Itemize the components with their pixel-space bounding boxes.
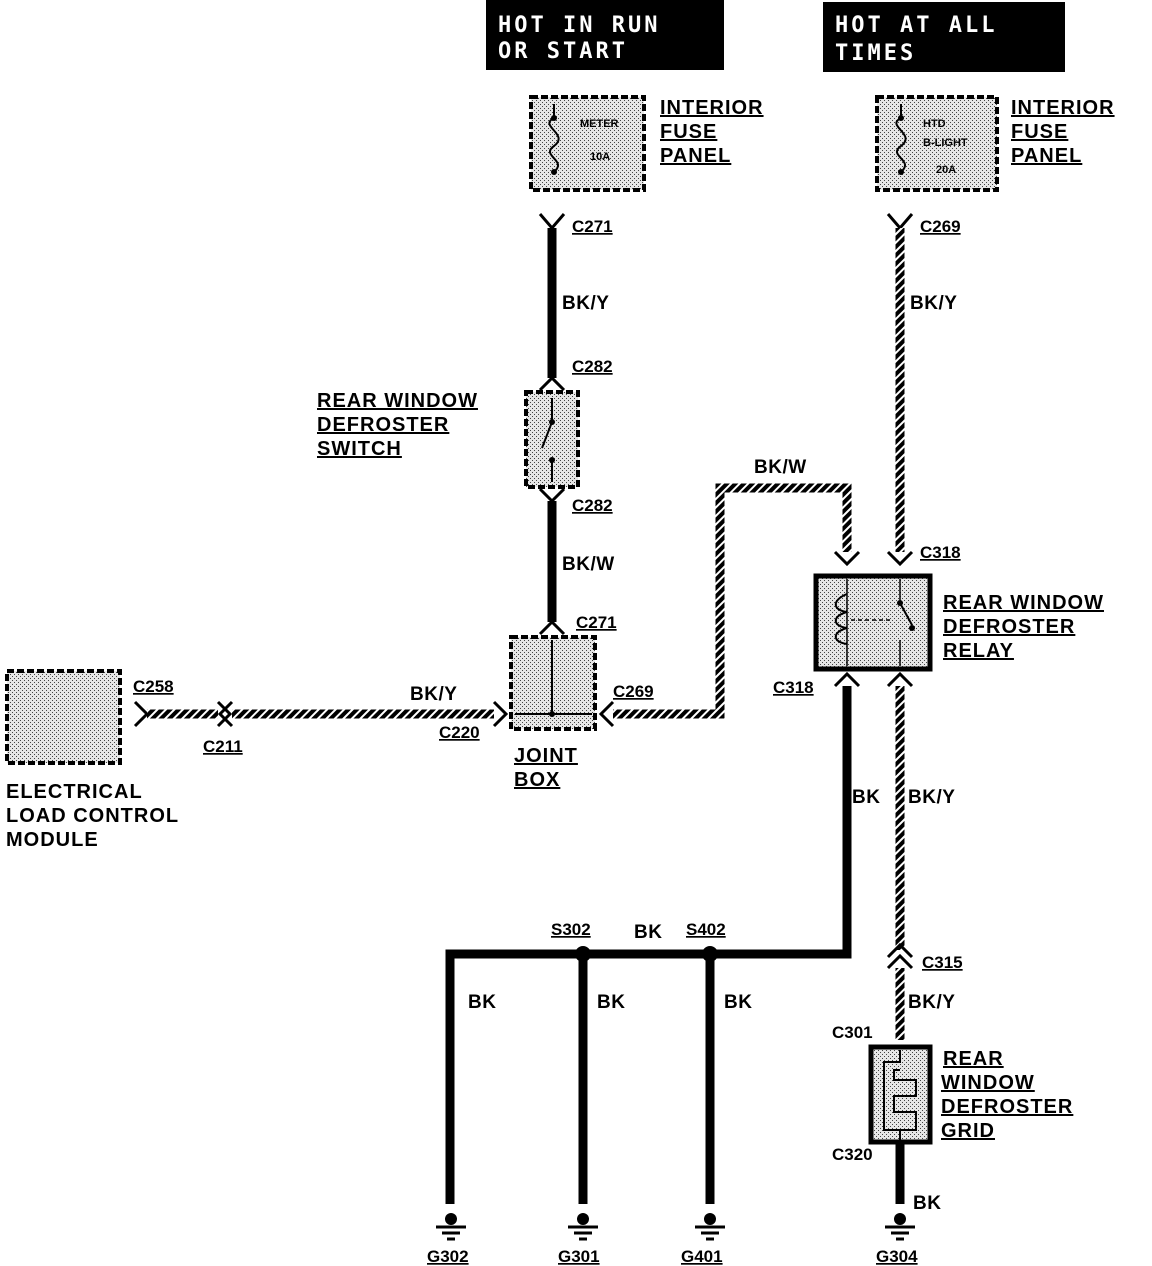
wire-label-joint-relay: BK/W <box>754 457 807 478</box>
module-label-3: MODULE <box>6 829 99 851</box>
joint-box <box>509 635 597 731</box>
wire-relay-to-grid <box>886 671 914 1040</box>
wire-label-grid-ground: BK <box>913 1193 941 1214</box>
ground-g401-icon <box>695 1213 725 1241</box>
ground-g304-label: G304 <box>876 1247 918 1266</box>
ground-g301-label: G301 <box>558 1247 600 1266</box>
joint-box-label-2: BOX <box>514 769 560 791</box>
connector-c282-bottom: C282 <box>572 496 613 515</box>
switch-label-3: SWITCH <box>317 438 402 460</box>
wire-joint-to-relay <box>598 483 861 728</box>
wire-label-relay-bky: BK/Y <box>908 787 955 808</box>
fuse-htd-name-2: B-LIGHT <box>923 137 968 149</box>
wire-fuse-to-switch <box>538 213 566 392</box>
switch-label-2: DEFROSTER <box>317 414 449 436</box>
connector-c269-top: C269 <box>920 217 961 236</box>
connector-c271-joint: C271 <box>576 613 617 632</box>
rear-window-defroster-switch <box>524 390 580 489</box>
relay-label-3: RELAY <box>943 640 1014 662</box>
fuse-right-label-2: FUSE <box>1011 121 1068 143</box>
joint-box-label-1: JOINT <box>514 745 578 767</box>
wire-fuse-to-relay <box>886 213 914 567</box>
splice-s302: S302 <box>551 920 591 939</box>
connector-c282-top: C282 <box>572 357 613 376</box>
electrical-load-control-module <box>5 669 122 765</box>
rear-window-defroster-grid <box>868 1044 933 1145</box>
wire-relay-bk <box>445 671 861 1204</box>
header-hot-at-all-times: HOT AT ALL TIMES <box>823 2 1065 72</box>
fuse-left-label-1: INTERIOR <box>660 97 764 119</box>
wire-label-left-top: BK/Y <box>562 293 609 314</box>
wire-label-right-top: BK/Y <box>910 293 957 314</box>
connector-c320: C320 <box>832 1145 873 1164</box>
grid-label-2: WINDOW <box>941 1072 1035 1094</box>
wire-label-g302: BK <box>468 992 496 1013</box>
ground-g302-label: G302 <box>427 1247 469 1266</box>
ground-g302-icon <box>436 1213 466 1241</box>
connector-c258: C258 <box>133 677 174 696</box>
fuse-meter-rating: 10A <box>590 151 610 163</box>
wire-module-to-joint <box>133 700 509 728</box>
relay-label-2: DEFROSTER <box>943 616 1075 638</box>
header-hot-in-run: HOT IN RUN OR START <box>486 0 724 70</box>
fuse-htd-name-1: HTD <box>923 118 946 130</box>
connector-c271-top: C271 <box>572 217 613 236</box>
ground-g304-icon <box>885 1213 915 1241</box>
grid-label-3: DEFROSTER <box>941 1096 1073 1118</box>
connector-c211: C211 <box>203 737 243 756</box>
wire-label-g401: BK <box>724 992 752 1013</box>
fuse-right-label-3: PANEL <box>1011 145 1082 167</box>
header-times-line1: HOT AT ALL <box>835 13 997 38</box>
rear-window-defroster-relay <box>813 573 933 672</box>
wire-label-grid-c315: BK/Y <box>908 992 955 1013</box>
grid-label-4: GRID <box>941 1120 995 1142</box>
connector-c318-bottom: C318 <box>773 678 814 697</box>
fuse-right-label-1: INTERIOR <box>1011 97 1115 119</box>
fuse-meter-10a: METER 10A <box>529 95 646 192</box>
wire-label-splice-link: BK <box>634 922 662 943</box>
fuse-meter-name: METER <box>580 118 619 130</box>
grid-label-1: REAR <box>943 1048 1004 1070</box>
module-label-2: LOAD CONTROL <box>6 805 179 827</box>
module-label-1: ELECTRICAL <box>6 781 143 803</box>
header-times-line2: TIMES <box>835 41 916 66</box>
connector-c220: C220 <box>439 723 480 742</box>
fuse-htd-rating: 20A <box>936 164 956 176</box>
ground-g301-icon <box>568 1213 598 1241</box>
relay-label-1: REAR WINDOW <box>943 592 1104 614</box>
header-run-line1: HOT IN RUN <box>498 13 660 38</box>
connector-c301: C301 <box>832 1023 873 1042</box>
ground-g401-label: G401 <box>681 1247 723 1266</box>
connector-c315: C315 <box>922 953 963 972</box>
switch-label-1: REAR WINDOW <box>317 390 478 412</box>
fuse-left-label-3: PANEL <box>660 145 731 167</box>
fuse-htd-blight-20a: HTD B-LIGHT 20A <box>875 95 999 192</box>
wire-label-module-joint: BK/Y <box>410 684 457 705</box>
wire-switch-to-joint <box>538 487 566 636</box>
connector-c269-joint: C269 <box>613 682 654 701</box>
header-run-line2: OR START <box>498 39 628 64</box>
wire-label-relay-bk: BK <box>852 787 880 808</box>
fuse-left-label-2: FUSE <box>660 121 717 143</box>
wire-label-g301: BK <box>597 992 625 1013</box>
splice-s402: S402 <box>686 920 726 939</box>
wire-label-switch-joint: BK/W <box>562 554 615 575</box>
connector-c318-top: C318 <box>920 543 961 562</box>
